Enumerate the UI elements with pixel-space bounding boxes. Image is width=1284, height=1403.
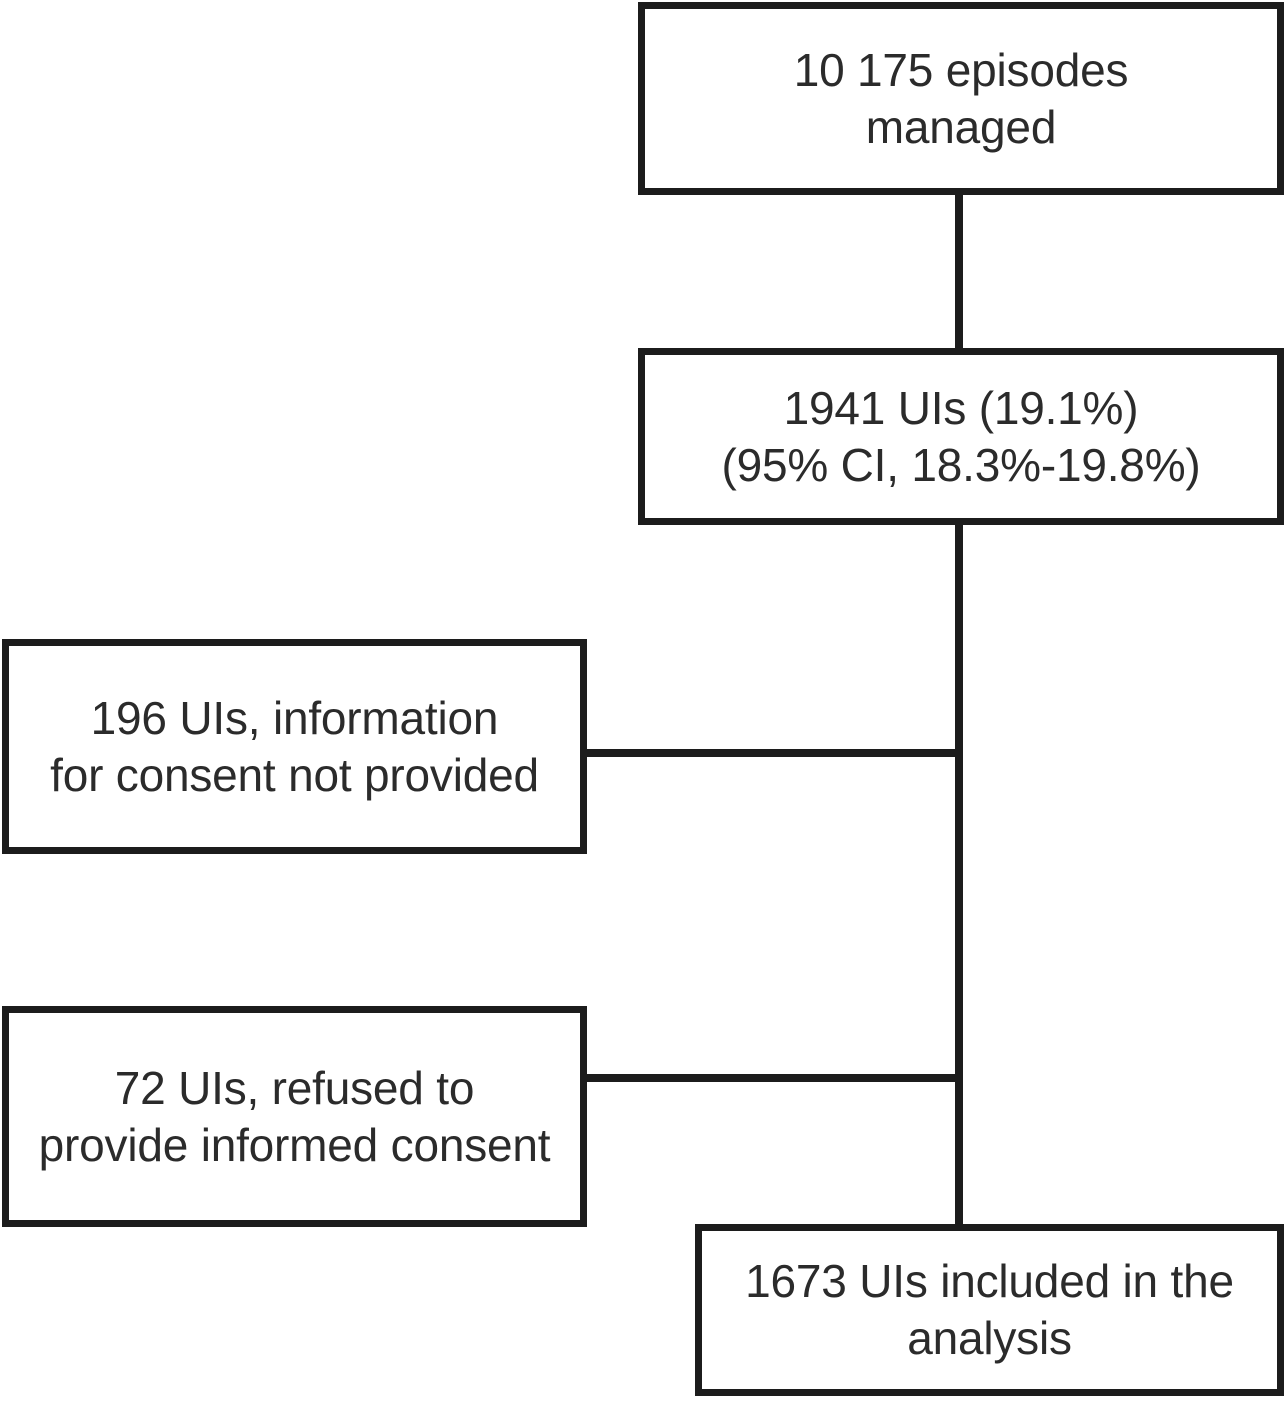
flow-node-uis-identified-label: 1941 UIs (19.1%) (95% CI, 18.3%-19.8%) [721, 381, 1201, 491]
flow-node-included-in-analysis-label: 1673 UIs included in the analysis [745, 1255, 1234, 1364]
flow-node-refused-consent-label: 72 UIs, refused to provide informed cons… [38, 1061, 551, 1171]
connector-episodes-to-uis [955, 190, 963, 352]
connector-uis-to-refused-consent [580, 1074, 961, 1082]
flow-node-episodes-managed-label: 10 175 episodes managed [793, 43, 1129, 153]
connector-uis-to-no-information [580, 749, 961, 757]
connector-uis-to-included [955, 520, 963, 1228]
flow-node-refused-consent: 72 UIs, refused to provide informed cons… [2, 1006, 587, 1227]
flow-node-no-information-for-consent: 196 UIs, information for consent not pro… [2, 639, 587, 854]
flow-node-episodes-managed: 10 175 episodes managed [638, 2, 1284, 195]
flow-node-included-in-analysis: 1673 UIs included in the analysis [695, 1224, 1284, 1396]
flow-node-no-information-for-consent-label: 196 UIs, information for consent not pro… [50, 691, 539, 801]
flow-node-uis-identified: 1941 UIs (19.1%) (95% CI, 18.3%-19.8%) [638, 348, 1284, 525]
